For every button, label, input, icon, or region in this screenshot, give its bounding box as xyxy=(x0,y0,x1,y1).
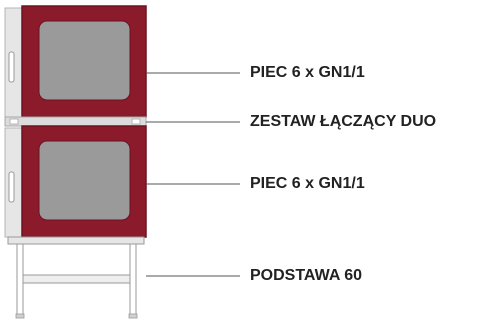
duo-kit-foot-left xyxy=(9,118,19,125)
label-duo-kit: ZESTAW ŁĄCZĄCY DUO xyxy=(250,113,437,130)
leader-lines xyxy=(146,72,240,277)
duo-connection-kit xyxy=(4,116,147,127)
bottom-oven-window xyxy=(38,140,131,221)
bottom-oven-handle xyxy=(8,171,15,203)
stand-60 xyxy=(7,236,145,319)
stand-top-rail xyxy=(7,236,145,245)
label-stand: PODSTAWA 60 xyxy=(250,267,363,284)
top-oven xyxy=(4,5,147,118)
stand-shelf xyxy=(22,274,131,284)
label-bottom-oven: PIEC 6 x GN1/1 xyxy=(250,175,365,192)
top-oven-window xyxy=(38,20,131,101)
stand-leg-right xyxy=(129,243,137,317)
bottom-oven xyxy=(4,125,147,238)
duo-kit-plate xyxy=(4,116,147,127)
duo-kit-foot-right xyxy=(131,118,141,125)
top-oven-handle xyxy=(8,51,15,83)
label-top-oven: PIEC 6 x GN1/1 xyxy=(250,64,365,81)
stand-leg-left xyxy=(16,243,24,317)
stand-foot-right xyxy=(128,313,138,319)
stand-foot-left xyxy=(15,313,25,319)
